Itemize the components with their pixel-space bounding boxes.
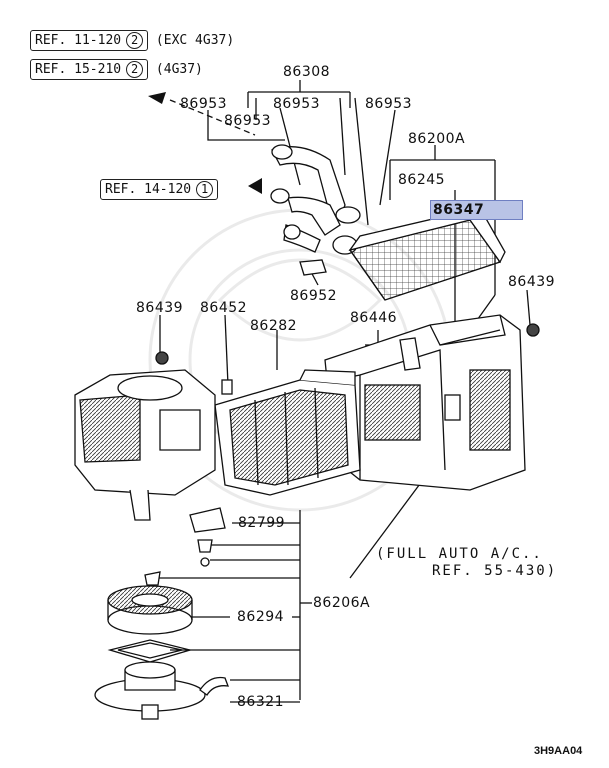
gasket [107,639,193,663]
part-86321[interactable]: 86321 [237,694,285,710]
part-86953-a[interactable]: 86953 [180,96,228,112]
full-auto-note-line1: (FULL AUTO A/C.. [376,546,543,562]
ref-15-210[interactable]: REF. 15-210 2 (4G37) [30,59,203,80]
evaporator-case [214,369,361,496]
diagram-code: 3H9AA04 [534,745,583,757]
part-86953-d[interactable]: 86953 [224,113,272,129]
part-86446[interactable]: 86446 [350,310,398,326]
blower-fan [107,585,193,635]
blower-motor [94,661,229,720]
ref-11-120-box[interactable]: REF. 11-120 2 [30,30,149,51]
ref-14-120-box[interactable]: REF. 14-120 1 [100,179,219,200]
part-86245[interactable]: 86245 [398,172,446,188]
part-86308[interactable]: 86308 [283,64,331,80]
part-86282[interactable]: 86282 [250,318,298,334]
ref-11-120[interactable]: REF. 11-120 2 (EXC 4G37) [30,30,234,51]
part-82799[interactable]: 82799 [238,515,286,531]
ref-15-210-text: REF. 15-210 [35,62,122,77]
part-86953-c[interactable]: 86953 [365,96,413,112]
part-86347[interactable]: 86347 [430,200,524,220]
hoses [270,144,361,276]
heater-core [348,206,506,301]
ref-11-120-circle: 2 [126,32,144,49]
ref-14-120[interactable]: REF. 14-120 1 [100,179,219,200]
arrowheads [148,92,262,194]
part-86452[interactable]: 86452 [200,300,248,316]
blower-housing [74,351,233,521]
ref-14-120-circle: 1 [196,181,214,198]
ref-15-210-suffix: (4G37) [155,62,203,77]
ref-15-210-circle: 2 [126,61,144,78]
ref-11-120-text: REF. 11-120 [35,33,122,48]
ref-11-120-suffix: (EXC 4G37) [155,33,235,48]
part-86953-b[interactable]: 86953 [273,96,321,112]
small-parts [144,507,226,586]
part-86952[interactable]: 86952 [290,288,338,304]
part-86439-left[interactable]: 86439 [136,300,184,316]
part-86439-right[interactable]: 86439 [508,274,556,290]
part-86347-highlight[interactable]: 86347 [430,200,524,220]
part-86206A[interactable]: 86206A [313,595,371,611]
part-86294[interactable]: 86294 [237,609,285,625]
full-auto-note-line2[interactable]: REF. 55-430) [432,563,558,579]
ref-15-210-box[interactable]: REF. 15-210 2 [30,59,149,80]
part-86200A[interactable]: 86200A [408,131,466,147]
ref-14-120-text: REF. 14-120 [105,182,192,197]
main-housing [324,314,540,491]
